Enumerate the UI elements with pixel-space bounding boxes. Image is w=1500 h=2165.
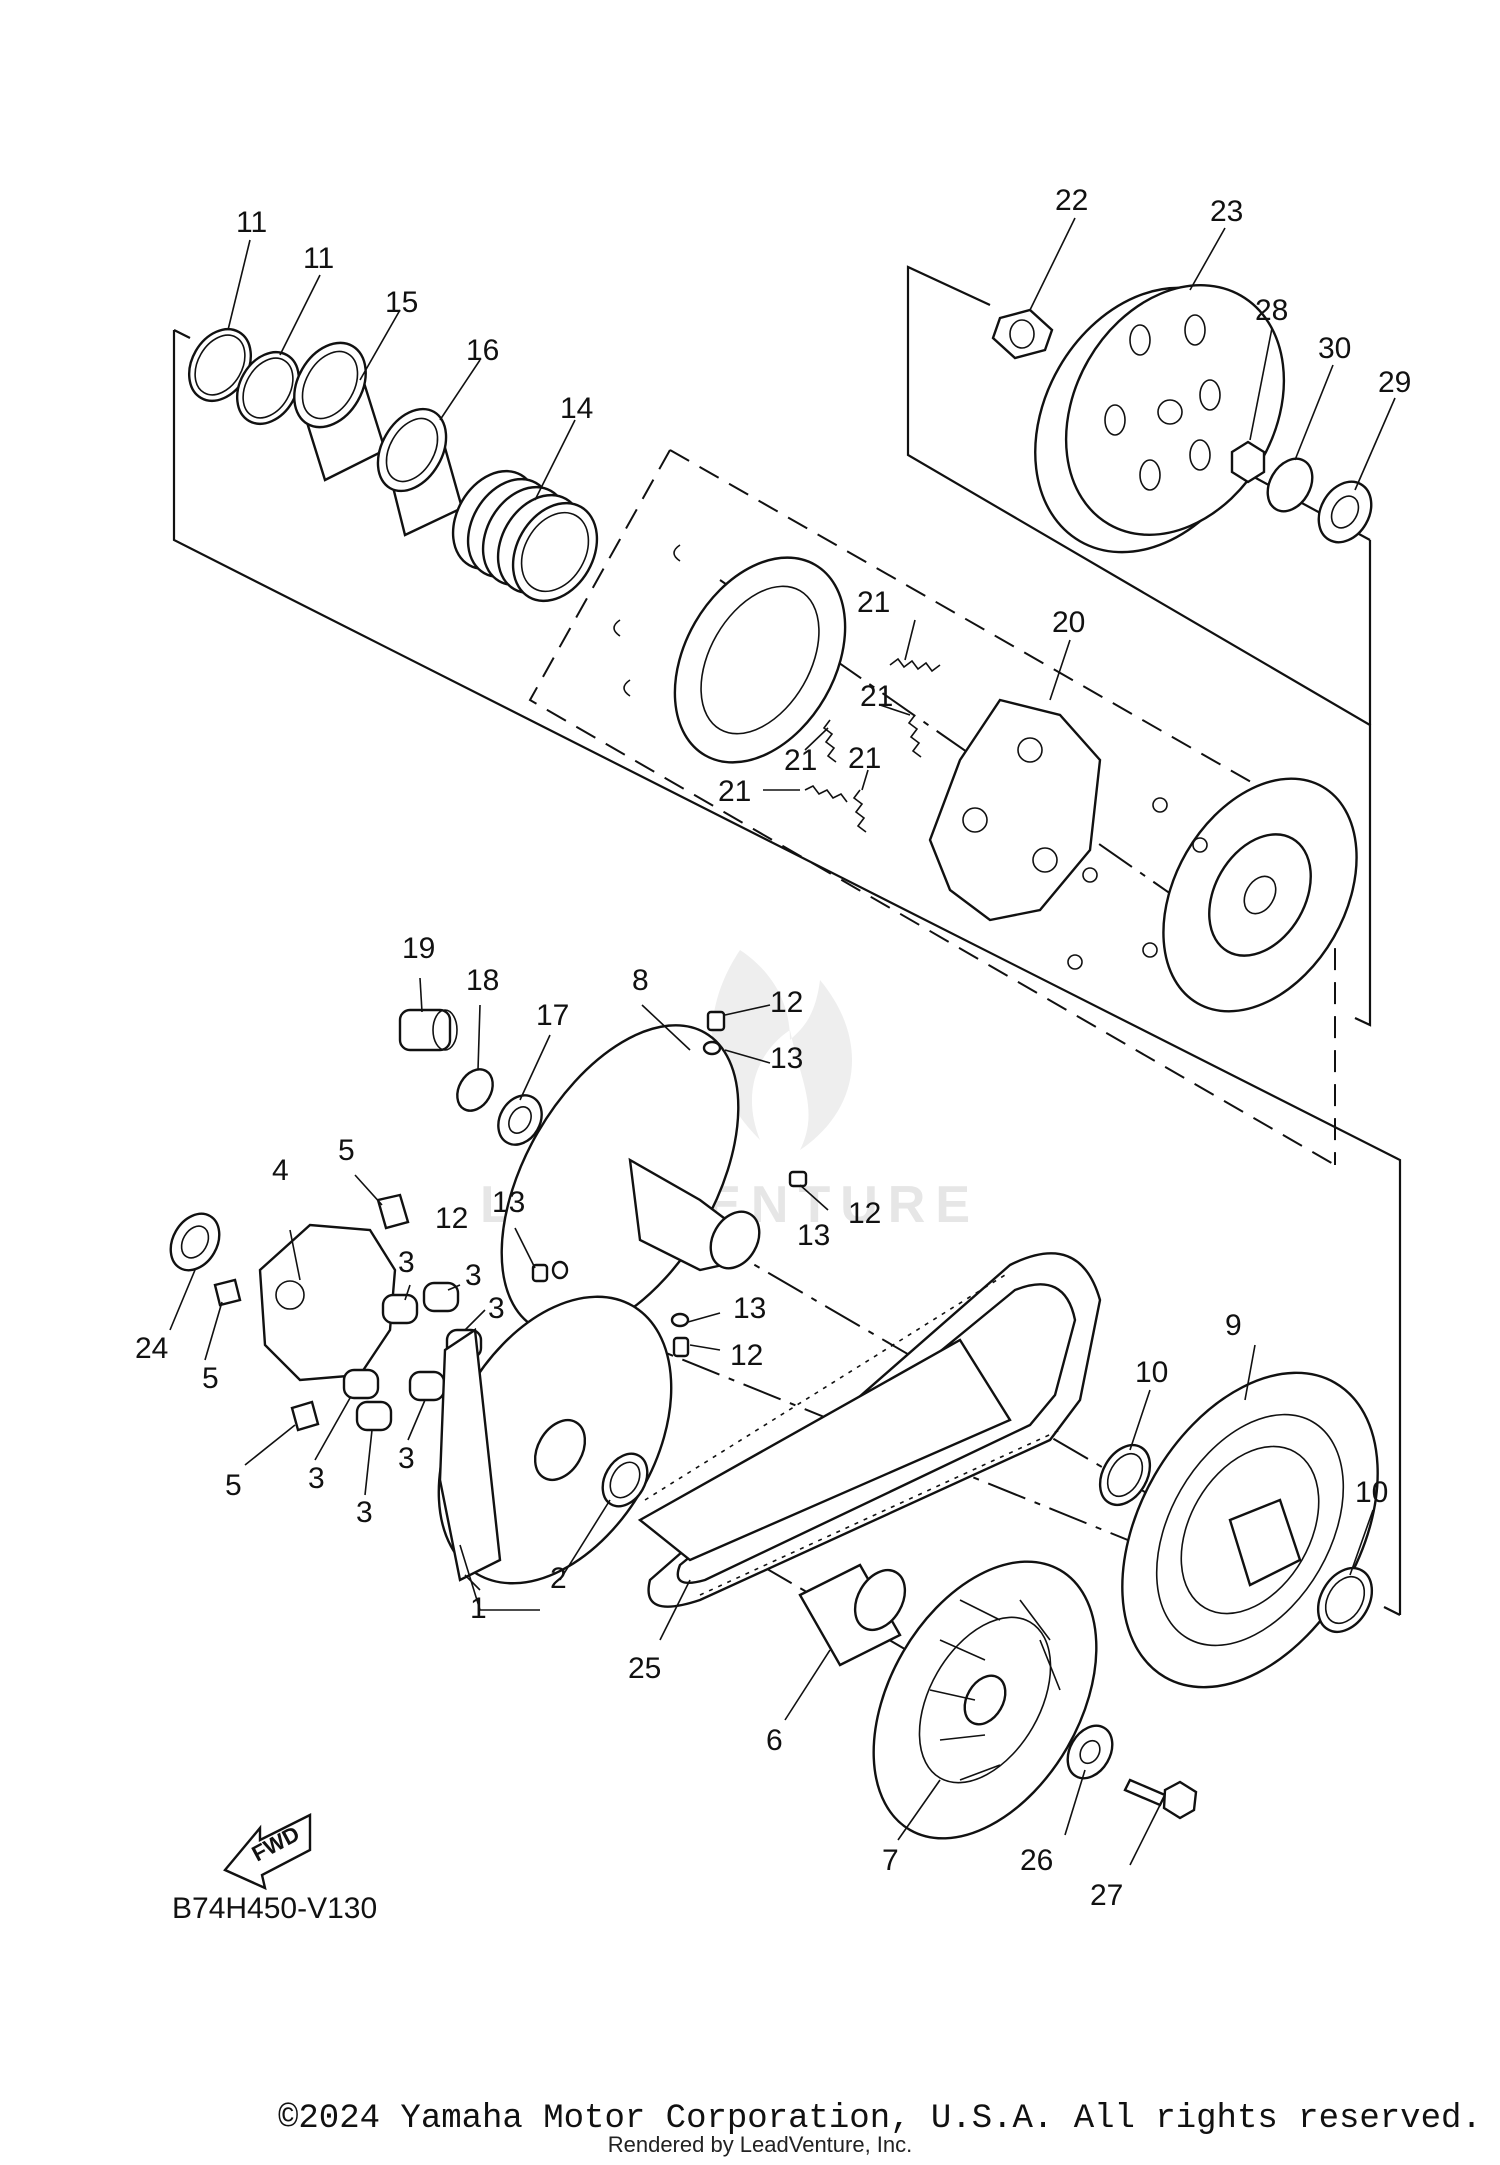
watermark-flame-icon [712, 950, 853, 1150]
oil-seal-10b [1316, 1567, 1374, 1633]
callout-9: 9 [1225, 1309, 1242, 1342]
callout-25: 25 [628, 1652, 661, 1685]
callout-10a: 10 [1135, 1356, 1168, 1389]
callout-12c: 12 [848, 1197, 881, 1230]
oil-seal-17 [497, 1094, 543, 1146]
callout-4: 4 [272, 1154, 289, 1187]
callout-3f: 3 [356, 1496, 373, 1529]
leader-lines [169, 217, 1396, 1866]
callout-30: 30 [1318, 332, 1351, 365]
collar-6 [798, 1563, 907, 1667]
callout-3a: 3 [398, 1246, 415, 1279]
callout-13d: 13 [733, 1292, 766, 1325]
callout-29: 29 [1378, 366, 1411, 399]
callout-11a: 11 [236, 206, 267, 239]
seal-16 [376, 407, 464, 537]
callout-11b: 11 [303, 242, 334, 275]
circlip-30 [1266, 457, 1314, 513]
washer-26 [1066, 1724, 1114, 1780]
clutch-housing-23 [1034, 284, 1286, 554]
oil-seal-2 [601, 1452, 649, 1508]
flange-bolt-27 [1123, 1778, 1198, 1820]
callout-20: 20 [1052, 606, 1085, 639]
callout-12d: 12 [730, 1339, 763, 1372]
bearing-29 [1317, 480, 1373, 544]
callout-17: 17 [536, 999, 569, 1032]
clips [613, 544, 1208, 970]
callout-7: 7 [882, 1844, 899, 1877]
primary-fixed-sheave-7 [872, 1560, 1098, 1840]
callout-5a: 5 [338, 1134, 355, 1167]
diagram-code: B74H450-V130 [172, 1892, 377, 1925]
callout-21c: 21 [784, 744, 817, 777]
callout-13b: 13 [492, 1186, 525, 1219]
callout-8: 8 [632, 964, 649, 997]
callout-13c: 13 [797, 1219, 830, 1252]
assembly-outline [172, 329, 1402, 1616]
callout-21d: 21 [848, 742, 881, 775]
callout-27: 27 [1090, 1879, 1123, 1912]
slider-5b [213, 1278, 242, 1307]
compression-spring-14 [451, 469, 599, 603]
callout-18: 18 [466, 964, 499, 997]
secondary-fixed-sheave-8 [500, 1024, 761, 1336]
washer-24 [169, 1212, 221, 1272]
callout-24: 24 [135, 1332, 168, 1365]
fwd-arrow-icon: FWD [223, 1813, 312, 1891]
callout-21b: 21 [860, 680, 893, 713]
callout-10b: 10 [1355, 1476, 1388, 1509]
clutch-plate [673, 556, 847, 764]
callout-13a: 13 [770, 1042, 803, 1075]
callout-14: 14 [560, 392, 593, 425]
callout-3b: 3 [465, 1259, 482, 1292]
callout-2: 2 [550, 1562, 567, 1595]
primary-sliding-sheave-1 [437, 1295, 673, 1585]
o-ring-11b [235, 351, 301, 425]
callout-12b: 12 [435, 1202, 468, 1235]
callout-28: 28 [1255, 294, 1288, 327]
callout-12a: 12 [770, 986, 803, 1019]
rendered-by-credit: Rendered by LeadVenture, Inc. [607, 2132, 913, 2157]
callout-16: 16 [466, 334, 499, 367]
callout-19: 19 [402, 932, 435, 965]
copyright-notice: ©2024 Yamaha Motor Corporation, U.S.A. A… [278, 2100, 1482, 2138]
callout-labels: 11 11 15 16 14 22 23 28 30 29 20 21 21 2… [135, 184, 1411, 1912]
slider-5c [290, 1400, 320, 1432]
slider-5a [376, 1193, 410, 1230]
oil-seal-10a [1098, 1443, 1152, 1507]
bearing-19 [398, 1008, 458, 1052]
callout-22: 22 [1055, 184, 1088, 217]
clutch-carrier-plate [1162, 777, 1358, 1013]
callout-6: 6 [766, 1724, 783, 1757]
secondary-sliding-sheave-9 [1121, 1371, 1379, 1689]
callout-1: 1 [470, 1592, 487, 1625]
collar-15 [293, 341, 387, 482]
pins-12-13 [531, 1010, 808, 1358]
circlip-18 [456, 1068, 494, 1112]
cam-plate-4 [258, 1223, 397, 1382]
v-belt-25 [637, 1252, 1102, 1608]
callout-26: 26 [1020, 1844, 1053, 1877]
callout-3d: 3 [398, 1442, 415, 1475]
callout-23: 23 [1210, 195, 1243, 228]
callout-3c: 3 [488, 1292, 505, 1325]
callout-5c: 5 [225, 1469, 242, 1502]
clutch-shoes-20 [928, 698, 1102, 922]
callout-15: 15 [385, 286, 418, 319]
nut-22 [991, 308, 1054, 360]
callout-21a: 21 [857, 586, 890, 619]
nut-28 [1230, 440, 1266, 484]
callout-3e: 3 [308, 1462, 325, 1495]
clutch-springs-21 [804, 657, 941, 833]
callout-21e: 21 [718, 775, 751, 808]
callout-5b: 5 [202, 1362, 219, 1395]
